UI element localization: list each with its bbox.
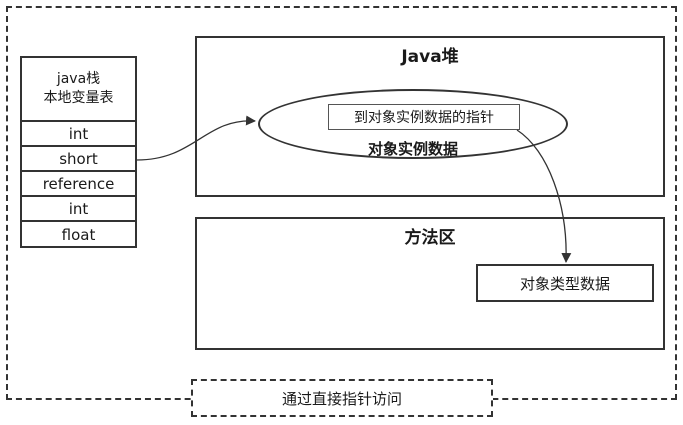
object-instance-label: 对象实例数据 (367, 140, 458, 158)
java-stack-title: java栈 (56, 71, 101, 87)
object-instance-ellipse (258, 89, 568, 159)
stack-row-short: short (22, 147, 135, 172)
java-stack-table: java栈 本地变量表 int short reference int floa… (20, 56, 137, 248)
stack-row-reference: reference (22, 172, 135, 197)
local-variable-table-title: 本地变量表 (43, 90, 114, 106)
stack-row-int: int (22, 122, 135, 147)
stack-row-int-2: int (22, 197, 135, 222)
instance-pointer-box: 到对象实例数据的指针 (328, 104, 520, 130)
direct-pointer-access-caption: 通过直接指针访问 (191, 379, 493, 417)
object-type-data-box: 对象类型数据 (476, 264, 654, 302)
stack-row-float: float (61, 225, 96, 244)
java-heap-title: Java堆 (401, 47, 459, 67)
method-area-title: 方法区 (404, 228, 456, 248)
java-stack-header: java栈 本地变量表 (22, 58, 135, 122)
